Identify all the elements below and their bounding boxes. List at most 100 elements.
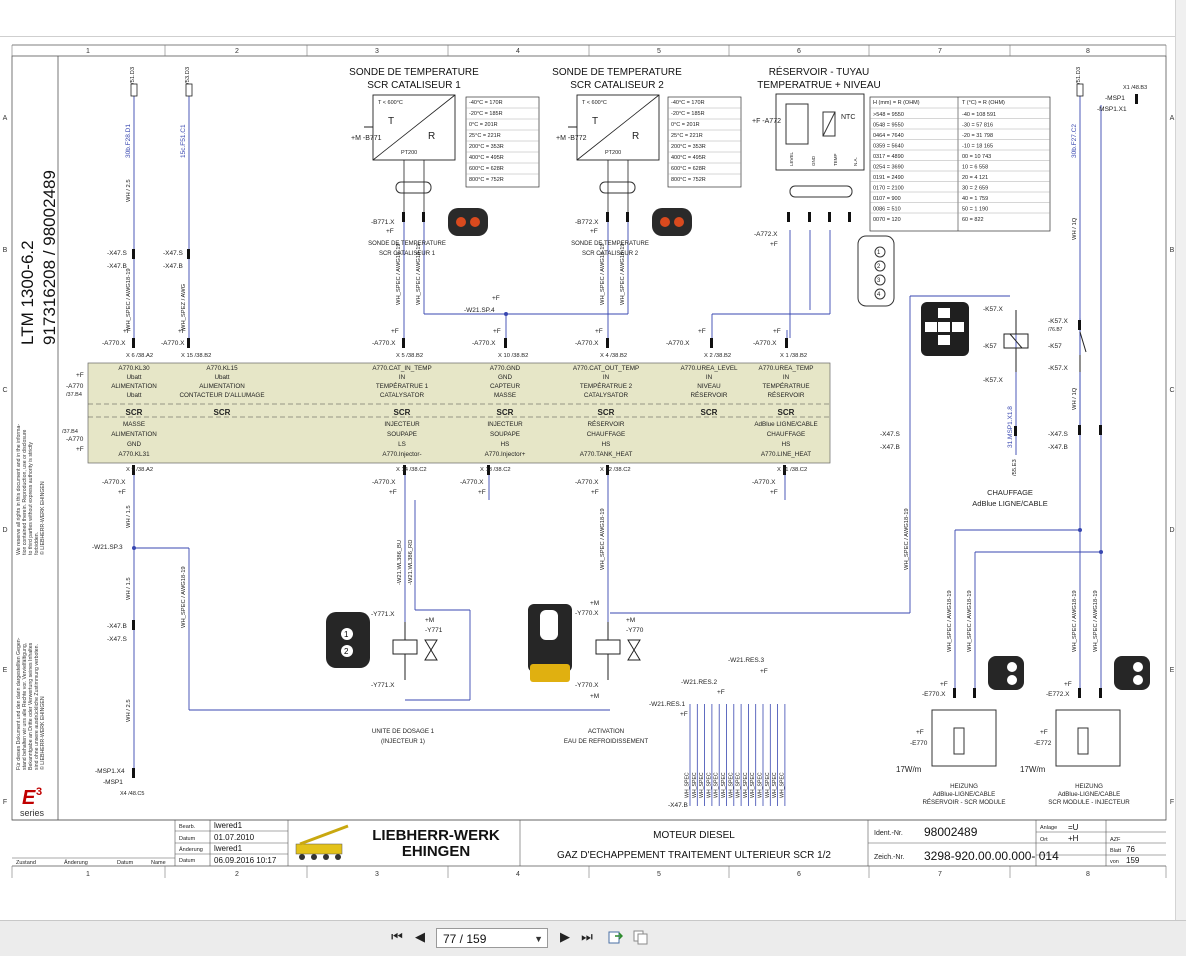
ecu-label: A770.KL15 xyxy=(206,365,238,372)
row-letter: A xyxy=(3,115,8,122)
legal-line: tion contained therein. Reproduction, us… xyxy=(22,429,28,555)
svg-text:WH / 1Q: WH / 1Q xyxy=(1072,387,1078,410)
ecu-label: CAPTEUR xyxy=(490,383,521,390)
svg-text:SCR CATALISEUR 1: SCR CATALISEUR 1 xyxy=(379,251,436,257)
svg-text:-A770.X: -A770.X xyxy=(102,479,126,486)
svg-text:+F: +F xyxy=(770,241,778,248)
heater-e772: 17W/m xyxy=(1020,709,1121,774)
table-row: 10 = 6 558 xyxy=(962,165,988,171)
svg-text:WH_SPEC / AWG18-19: WH_SPEC / AWG18-19 xyxy=(967,590,973,652)
coolant-valve-y770 xyxy=(595,622,641,680)
svg-text:X 13 /38.C2: X 13 /38.C2 xyxy=(480,467,511,473)
ecu-scr-label: SCR xyxy=(214,408,231,417)
svg-text:-K57.X: -K57.X xyxy=(983,306,1004,313)
svg-text:-A770.X: -A770.X xyxy=(575,479,599,486)
ecu-scr-label: SCR xyxy=(126,408,143,417)
column-number: 3 xyxy=(375,48,379,55)
last-page-button[interactable]: ⏭ xyxy=(581,930,593,945)
row-letter: C xyxy=(2,387,7,394)
table-row: 0317 = 4890 xyxy=(873,154,904,160)
svg-text:+F -A772: +F -A772 xyxy=(752,118,781,125)
svg-text:-B772.X: -B772.X xyxy=(575,219,599,226)
legal-line: to third parties without express authori… xyxy=(28,442,34,555)
svg-text:-X47.S: -X47.S xyxy=(163,250,184,257)
ecu-label: INJECTEUR xyxy=(487,421,523,428)
export-icon[interactable] xyxy=(606,929,624,947)
svg-text:-A770.X: -A770.X xyxy=(372,479,396,486)
svg-text:-A770.X: -A770.X xyxy=(161,340,185,347)
table-row: >548 = 9550 xyxy=(873,112,904,118)
vertical-scrollbar[interactable] xyxy=(1175,0,1186,920)
svg-text:H (mm) = R (OHM): H (mm) = R (OHM) xyxy=(873,100,920,106)
svg-text:+F: +F xyxy=(916,729,924,736)
svg-text:+F: +F xyxy=(1040,729,1048,736)
svg-text:+H: +H xyxy=(1068,834,1079,843)
svg-text:X 2 /38.B2: X 2 /38.B2 xyxy=(704,353,731,359)
table-row: 0191 = 2490 xyxy=(873,175,904,181)
svg-text:+F: +F xyxy=(76,446,84,453)
svg-text:-Y770.X: -Y770.X xyxy=(575,610,599,617)
svg-text:-E770: -E770 xyxy=(910,740,928,747)
ecu-label: HS xyxy=(782,441,791,448)
svg-text:WH_SPEC / AWG18-19: WH_SPEC / AWG18-19 xyxy=(396,243,402,305)
copy-icon[interactable] xyxy=(631,929,649,947)
ecu-label: IN xyxy=(399,374,406,381)
bundle-wire-label: WH_SPEC xyxy=(714,772,720,798)
svg-text:-A770.X: -A770.X xyxy=(575,340,599,347)
svg-text:-K57.X: -K57.X xyxy=(1048,365,1069,372)
svg-text:-X47.S: -X47.S xyxy=(880,431,901,438)
ecu-label: MASSE xyxy=(123,421,145,428)
svg-text:+F: +F xyxy=(493,328,501,335)
ecu-label: A770.GND xyxy=(490,365,521,372)
table-row: 400°C = 495R xyxy=(671,155,706,161)
drawing-number: 3298-920.00.00.000- 014 xyxy=(924,849,1059,863)
row-letter: B xyxy=(1170,247,1175,254)
svg-text:WH / 1.5: WH / 1.5 xyxy=(126,505,132,528)
svg-text:R: R xyxy=(632,131,639,142)
svg-text:-E770.X: -E770.X xyxy=(922,691,946,698)
table-row: 0548 = 9550 xyxy=(873,123,904,129)
table-row: 50 = 1 190 xyxy=(962,207,988,213)
svg-text:+M: +M xyxy=(590,600,599,607)
svg-text:+F: +F xyxy=(760,668,768,675)
table-row: 600°C = 628R xyxy=(469,166,504,172)
bundle-wire-label: WH_SPEC xyxy=(779,772,785,798)
bundle-wire-label: WH_SPEC xyxy=(758,772,764,798)
ecu-label: MASSE xyxy=(494,392,516,399)
svg-text:/51.D3: /51.D3 xyxy=(130,67,136,84)
legal-notice-de: Für dieses Dokument und den darin darges… xyxy=(16,637,46,770)
table-row: 0464 = 7640 xyxy=(873,133,904,139)
page-number-select[interactable]: 77 / 159 ▼ xyxy=(436,928,548,948)
table-row: 30 = 2 659 xyxy=(962,186,988,192)
bundle-wire-label: WH_SPEC xyxy=(692,772,698,798)
ecu-label: AdBlue LIGNE/CABLE xyxy=(754,421,817,428)
row-letter: F xyxy=(1170,799,1174,806)
heater-connector-icon xyxy=(988,656,1024,690)
column-number: 2 xyxy=(235,48,239,55)
ecu-label: SOUPAPE xyxy=(490,431,520,438)
svg-text:-MSP1: -MSP1 xyxy=(1105,95,1125,102)
first-page-button[interactable]: ⏮ xyxy=(391,930,403,945)
svg-text:-X47.B: -X47.B xyxy=(163,263,183,270)
column-number: 7 xyxy=(938,871,942,878)
bundle-wire-label: WH_SPEC xyxy=(721,772,727,798)
ecu-label: A770.CAT_OUT_TEMP xyxy=(573,365,639,372)
svg-text:+F: +F xyxy=(770,489,778,496)
previous-page-button[interactable]: ◀ xyxy=(415,930,425,945)
bundle-wire-label: WH_SPEC xyxy=(772,772,778,798)
level-temperature-table: H (mm) = R (OHM) T (°C) = R (OHM) >548 =… xyxy=(869,96,1051,232)
svg-text:76: 76 xyxy=(1126,845,1135,854)
svg-text:-K57: -K57 xyxy=(983,343,997,350)
svg-text:-A770.X: -A770.X xyxy=(666,340,690,347)
table-row: 800°C = 752R xyxy=(469,177,504,183)
injector-connector-icon: 12 xyxy=(326,612,370,668)
table-row: 200°C = 353R xyxy=(671,144,706,150)
table-row: 20 = 4 121 xyxy=(962,175,988,181)
sonde2-title-1: SONDE DE TEMPERATURE xyxy=(552,67,682,78)
next-page-button[interactable]: ▶ xyxy=(560,930,570,945)
svg-text:+F: +F xyxy=(76,372,84,379)
svg-text:UNITE DE DOSAGE 1: UNITE DE DOSAGE 1 xyxy=(372,728,435,735)
svg-text:+F: +F xyxy=(478,489,486,496)
ecu-label: IN xyxy=(783,374,790,381)
table-row: -10 = 18 165 xyxy=(962,144,993,150)
